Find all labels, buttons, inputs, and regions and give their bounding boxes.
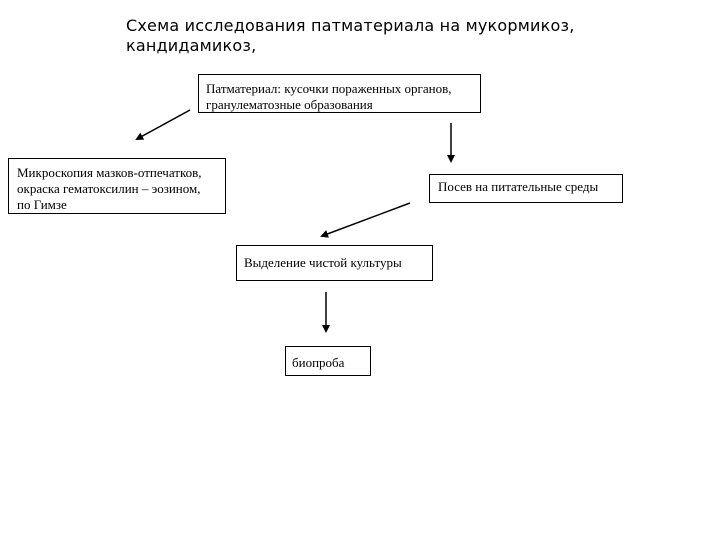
arrow-source-to-microscopy — [135, 109, 191, 140]
arrow-culture-to-pure-culture — [320, 202, 411, 238]
node-culture-label: Посев на питательные среды — [438, 179, 599, 194]
node-source-material: Патматериал: кусочки пораженных органов,… — [198, 74, 481, 113]
node-source-material-label: Патматериал: кусочки пораженных органов,… — [206, 81, 452, 112]
node-bioassay: биопроба — [285, 346, 371, 376]
node-pure-culture-label: Выделение чистой культуры — [244, 255, 402, 270]
node-microscopy: Микроскопия мазков-отпечатков, окраска г… — [8, 158, 226, 214]
node-culture: Посев на питательные среды — [429, 174, 623, 203]
diagram-title: Схема исследования патматериала на мукор… — [126, 16, 575, 55]
node-bioassay-label: биопроба — [292, 355, 345, 370]
node-pure-culture: Выделение чистой культуры — [236, 245, 433, 281]
node-microscopy-label: Микроскопия мазков-отпечатков, окраска г… — [17, 165, 202, 212]
